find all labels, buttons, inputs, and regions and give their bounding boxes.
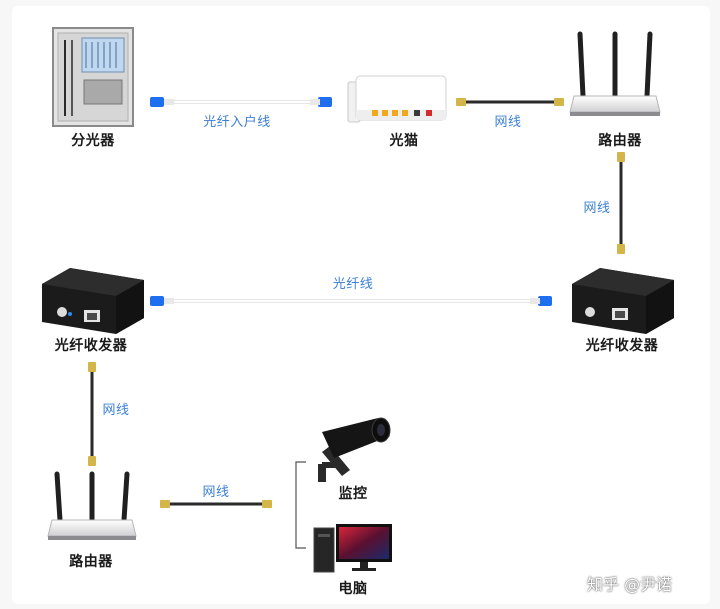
label-computer: 电脑 bbox=[338, 581, 368, 597]
device-group-bracket bbox=[295, 461, 306, 549]
label-transceiver-right: 光纤收发器 bbox=[585, 338, 659, 354]
watermark: 知乎 @尹诺 bbox=[587, 575, 673, 594]
modem-icon bbox=[347, 75, 447, 123]
label-modem: 光猫 bbox=[389, 133, 419, 149]
label-net-transceiver-router: 网线 bbox=[102, 403, 130, 418]
label-camera: 监控 bbox=[338, 486, 368, 502]
lan-cable-transceiver-router bbox=[88, 362, 96, 466]
router-top-icon bbox=[569, 31, 661, 116]
transceiver-right-icon bbox=[572, 268, 674, 334]
lan-connector-icon bbox=[160, 500, 170, 508]
camera-icon bbox=[318, 417, 391, 482]
label-fiber-between: 光纤线 bbox=[332, 277, 374, 292]
label-net-router-transceiver: 网线 bbox=[583, 201, 611, 216]
lan-connector-icon bbox=[617, 244, 625, 254]
lan-connector-icon bbox=[456, 98, 466, 106]
label-transceiver-left: 光纤收发器 bbox=[54, 338, 128, 354]
fiber-connector-icon bbox=[318, 97, 332, 107]
lan-connector-icon bbox=[617, 152, 625, 162]
lan-connector-icon bbox=[88, 362, 96, 372]
lan-connector-icon bbox=[262, 500, 272, 508]
lan-connector-icon bbox=[88, 456, 96, 466]
lan-cable-router-transceiver bbox=[617, 152, 625, 254]
fiber-cable-between-transceivers bbox=[150, 296, 552, 306]
fiber-connector-icon bbox=[150, 296, 164, 306]
fiber-connector-icon bbox=[150, 97, 164, 107]
label-router-bottom: 路由器 bbox=[69, 554, 113, 570]
label-splitter: 分光器 bbox=[71, 133, 115, 149]
transceiver-left-icon bbox=[42, 268, 144, 334]
label-router-top: 路由器 bbox=[598, 133, 642, 149]
fiber-connector-icon bbox=[538, 296, 552, 306]
lan-cable-modem-router bbox=[456, 98, 564, 106]
label-net-router-devices: 网线 bbox=[202, 485, 230, 500]
lan-cable-router-devices bbox=[160, 500, 272, 508]
lan-connector-icon bbox=[554, 98, 564, 106]
computer-icon bbox=[313, 524, 392, 573]
splitter-icon bbox=[52, 27, 134, 127]
fiber-cable-splitter-modem bbox=[150, 97, 332, 107]
label-fiber-in: 光纤入户线 bbox=[203, 115, 271, 130]
label-net-modem-router: 网线 bbox=[494, 115, 522, 130]
router-bottom-icon bbox=[47, 471, 137, 540]
